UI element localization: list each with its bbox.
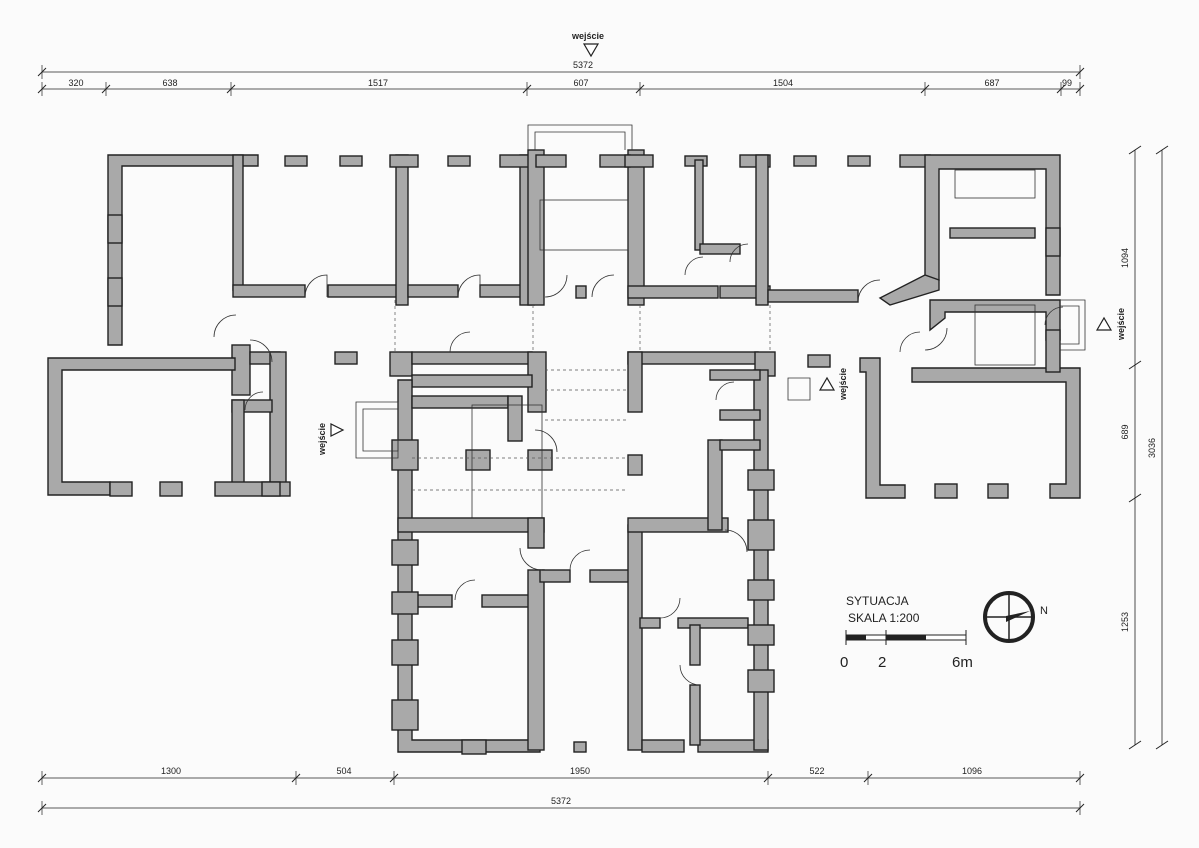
dimension-tick [1128, 740, 1142, 750]
right-dim-2: 689 [1120, 424, 1130, 439]
scale-label-0: 0 [840, 654, 848, 671]
entrance-triangle-icon [330, 423, 345, 437]
entrance-triangle-icon [582, 43, 600, 58]
door-swings [213, 243, 1064, 686]
entrance-label-west: wejście [317, 423, 327, 456]
top-dim-7: 99 [1062, 78, 1072, 88]
entrance-triangle-icon [818, 376, 836, 391]
dimension-tick [1128, 360, 1142, 370]
bottom-dim-2: 504 [336, 766, 351, 776]
dimension-tick [1155, 740, 1169, 750]
top-dim-2: 638 [162, 78, 177, 88]
scale-label-6m: 6m [952, 654, 973, 671]
drawing-scale: SKALA 1:200 [848, 611, 920, 625]
right-dimension-chain: 1094 689 1253 3036 [1120, 145, 1169, 750]
entrance-porches [355, 124, 1086, 459]
scale-label-2: 2 [878, 654, 886, 671]
bottom-dim-3: 1950 [570, 766, 590, 776]
top-dim-5: 1504 [773, 78, 793, 88]
entrance-marker-top: wejście [571, 31, 604, 58]
top-dimension-chain: 5372 320 638 1517 607 1504 687 99 [37, 60, 1085, 96]
dimension-tick [1128, 145, 1142, 155]
dimension-tick [1128, 493, 1142, 503]
entrance-triangle-icon [1095, 316, 1113, 331]
title-block: SYTUACJA SKALA 1:200 0 2 6m N [840, 591, 1048, 671]
right-dim-3: 1253 [1120, 612, 1130, 632]
top-dim-1: 320 [68, 78, 83, 88]
entrance-label-top: wejście [571, 31, 604, 41]
right-total-dim: 3036 [1147, 438, 1157, 458]
drawing-title: SYTUACJA [846, 594, 909, 608]
overall-width-bottom: 5372 [551, 796, 571, 806]
bottom-dim-5: 1096 [962, 766, 982, 776]
entrance-marker-west: wejście [317, 423, 345, 456]
entrance-label-center: wejście [838, 368, 848, 401]
right-dim-1: 1094 [1120, 248, 1130, 268]
dimension-tick [1155, 145, 1169, 155]
bottom-dimension-chain: 1300 504 1950 522 1096 5372 [37, 766, 1085, 815]
top-dim-3: 1517 [368, 78, 388, 88]
overall-width-top: 5372 [573, 60, 593, 70]
north-label: N [1040, 605, 1048, 617]
building-walls [47, 149, 1081, 755]
north-arrow-icon: N [983, 591, 1048, 643]
entrance-marker-center: wejście [818, 368, 848, 401]
entrance-label-east: wejście [1116, 308, 1126, 341]
top-dim-4: 607 [573, 78, 588, 88]
scale-bar: 0 2 6m [840, 630, 973, 671]
bottom-dim-1: 1300 [161, 766, 181, 776]
corridor-dashed-lines [394, 300, 771, 491]
bottom-dim-4: 522 [809, 766, 824, 776]
top-dim-6: 687 [984, 78, 999, 88]
entrance-marker-east: wejście [1095, 308, 1126, 341]
